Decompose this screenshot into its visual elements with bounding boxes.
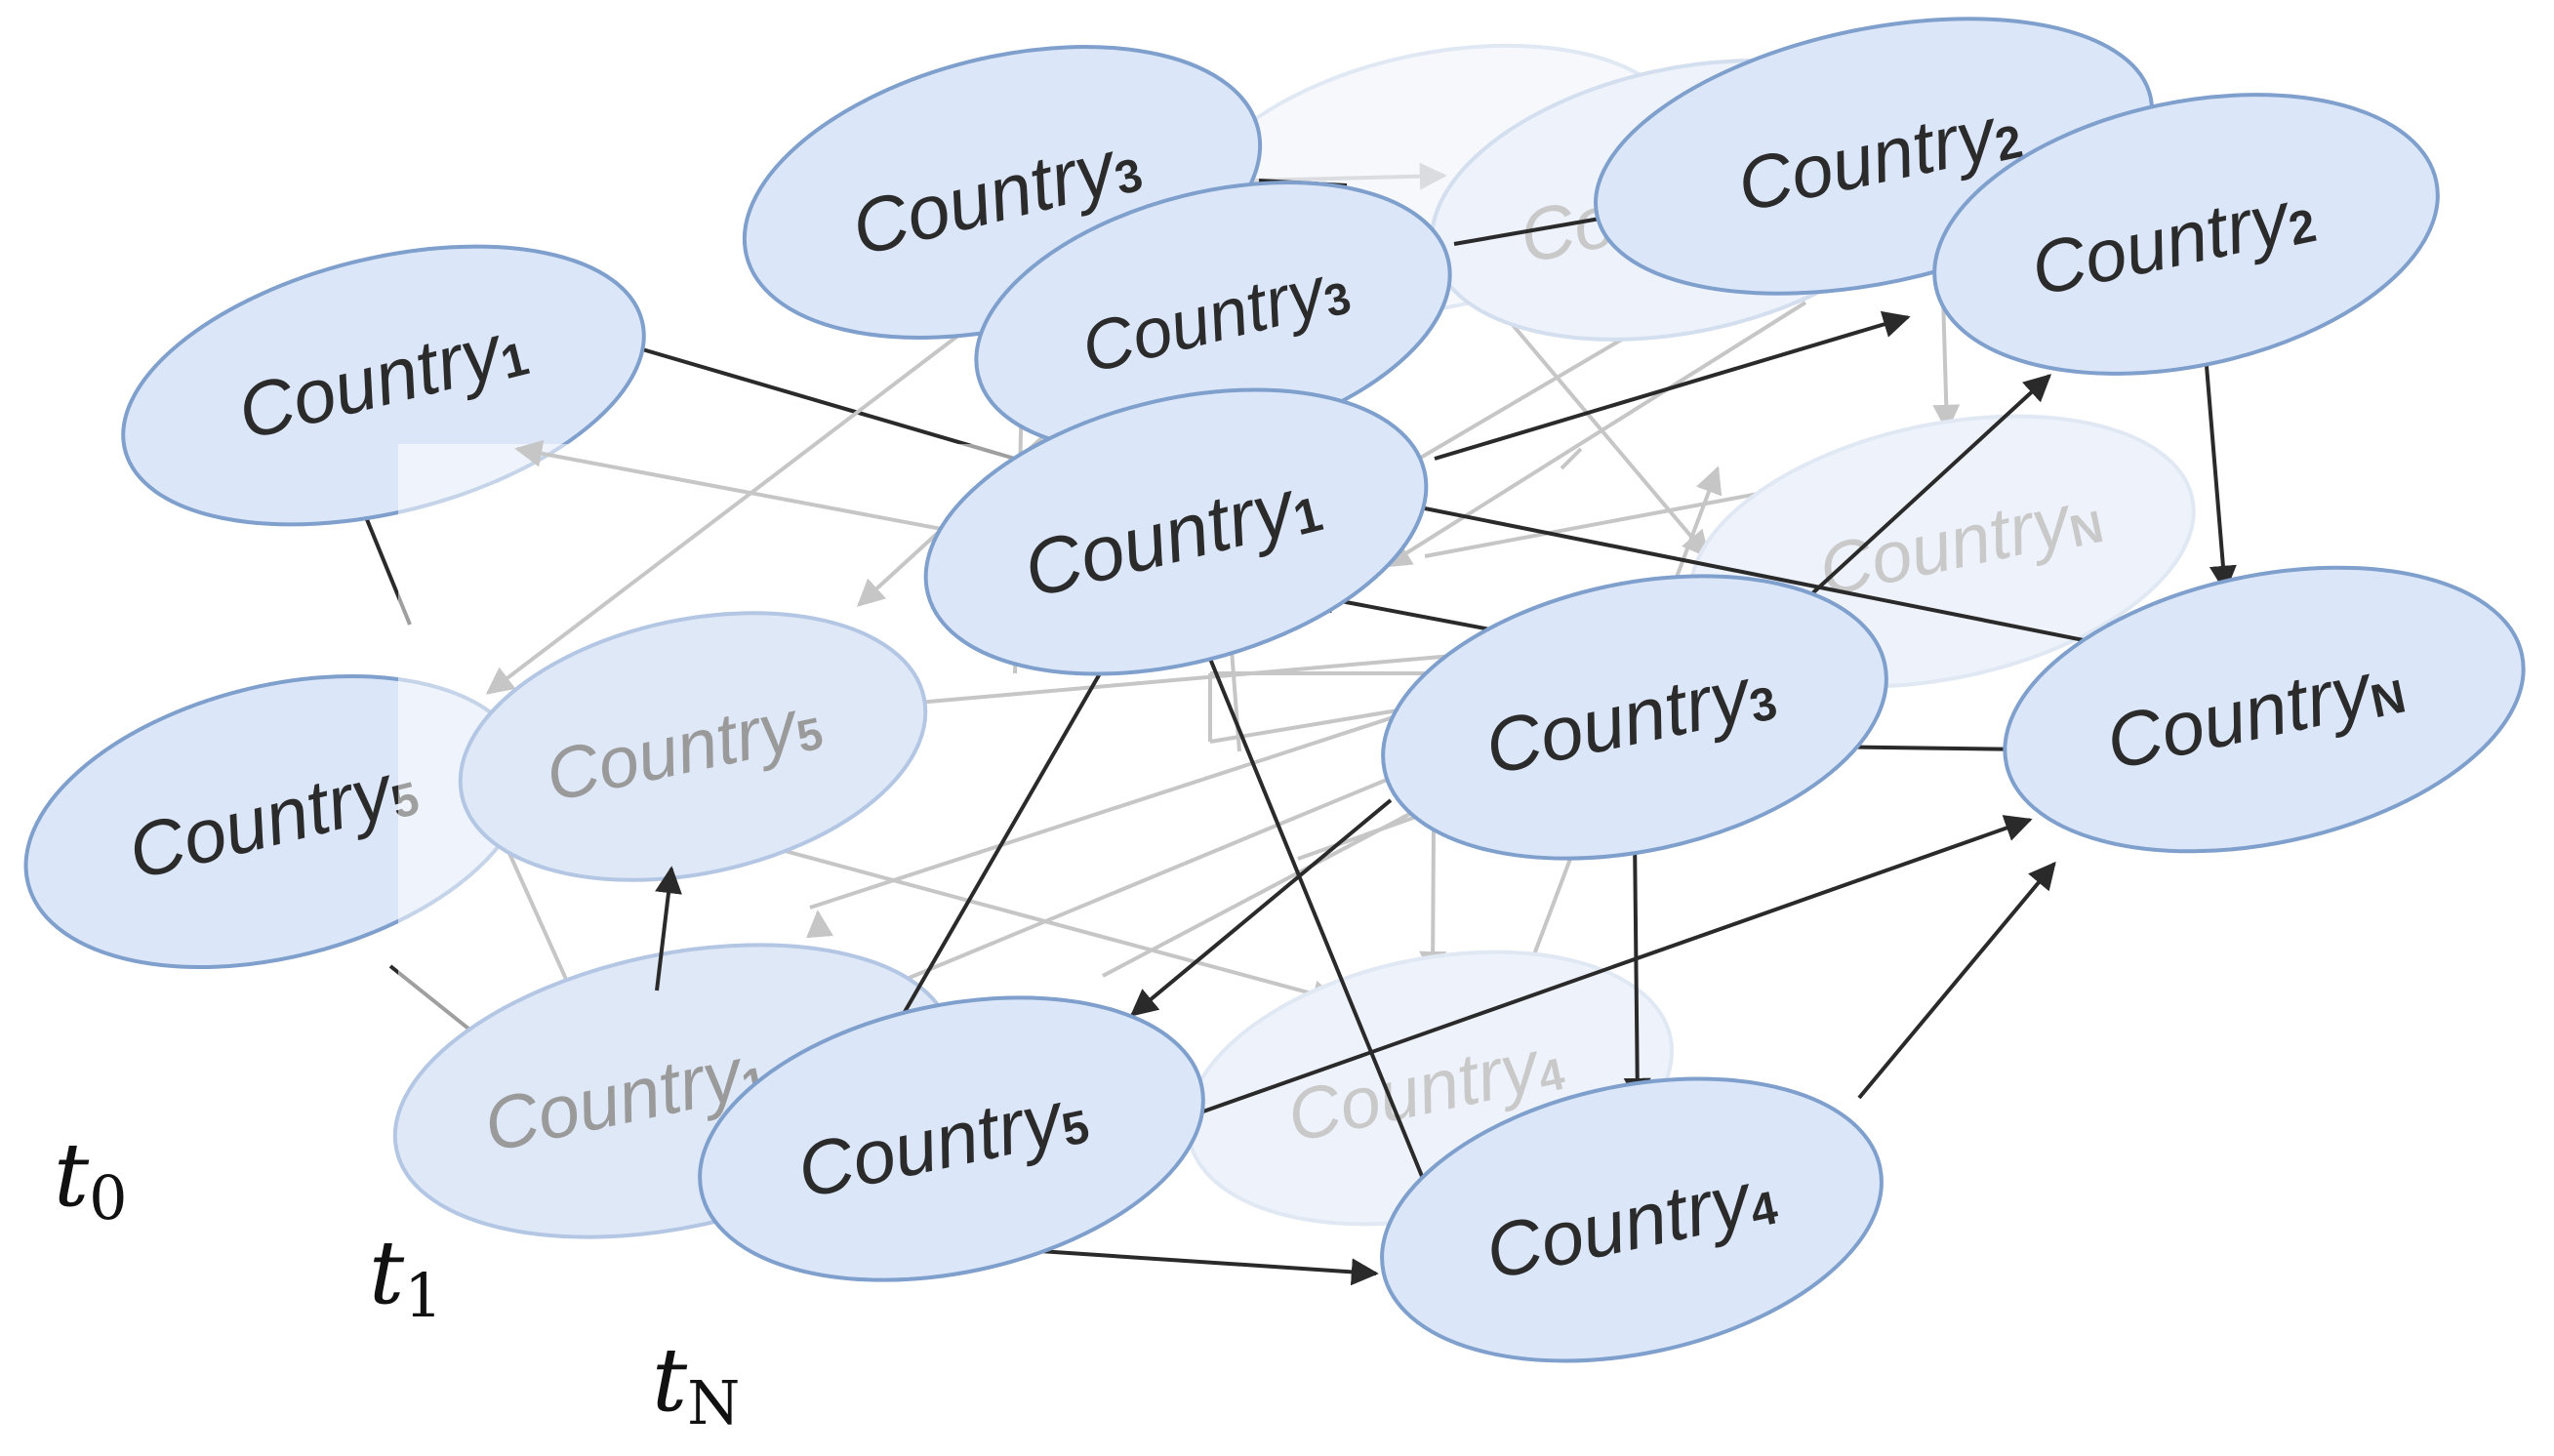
time-label-sub: 0	[89, 1162, 127, 1234]
layer-t1: Country2 CountryN Country5 Country1 Coun…	[392, 43, 2196, 1239]
node-ellipse	[1932, 93, 2440, 376]
edge-t1	[1424, 473, 1818, 558]
edge-tN-c2b-cN	[2204, 353, 2237, 593]
time-label-sub: N	[687, 1367, 740, 1438]
edge-tN-c1-c4	[1208, 658, 1439, 1210]
time-label-t1: t1	[369, 1222, 443, 1331]
edge-t1	[741, 837, 1340, 1007]
edge-t1	[1383, 301, 1807, 568]
node-tN-c3: Country3	[1381, 574, 1888, 861]
node-ellipse	[923, 387, 1429, 676]
node-ellipse	[1381, 574, 1888, 861]
node-t1-c5: Country5	[458, 611, 928, 882]
edges-tN	[655, 179, 2237, 1286]
edge-t1	[1560, 447, 1583, 470]
node-ellipse	[458, 611, 928, 882]
edge-tN-c4-cN	[1857, 861, 2056, 1100]
node-ellipse	[1380, 1076, 1884, 1363]
time-label-base: t	[652, 1329, 688, 1432]
edge-tN-c1-c5	[881, 667, 1105, 1052]
time-label-sub: 1	[404, 1260, 442, 1331]
edge-tN-c5-cN	[1199, 815, 2033, 1114]
node-tN-c5: Country5	[698, 995, 1205, 1282]
edge-tN-c3-c4	[1623, 833, 1651, 1106]
edge-t0-c1-right	[631, 344, 1016, 461]
node-tN-c1: Country1	[923, 387, 1429, 676]
edge-t1	[806, 910, 833, 939]
edge-tN-c1-cN	[1419, 506, 2140, 660]
time-label-base: t	[54, 1124, 90, 1227]
edge-tN-c1t1-c5t1	[655, 866, 682, 991]
time-label-tN: tN	[652, 1329, 740, 1438]
node-ellipse	[698, 995, 1205, 1282]
node-tN-c2b: Country2	[1932, 93, 2440, 376]
edge-tN-c3-c2b	[1808, 374, 2052, 597]
edge-tN-c5-c4	[1009, 1247, 1379, 1286]
node-tN-cN: CountryN	[2003, 565, 2526, 854]
node-tN-c4: Country4	[1380, 1076, 1884, 1363]
time-label-t0: t0	[54, 1124, 128, 1234]
node-ellipse	[2003, 565, 2526, 854]
time-label-base: t	[369, 1222, 405, 1324]
edge-tN-c1-c2b	[1434, 310, 1911, 461]
layer-tN: Country3 Country2 Country3 Country2 Coun…	[655, 17, 2526, 1363]
edge-tN-c3-c5	[1129, 798, 1393, 1017]
edge-t1	[485, 320, 978, 695]
